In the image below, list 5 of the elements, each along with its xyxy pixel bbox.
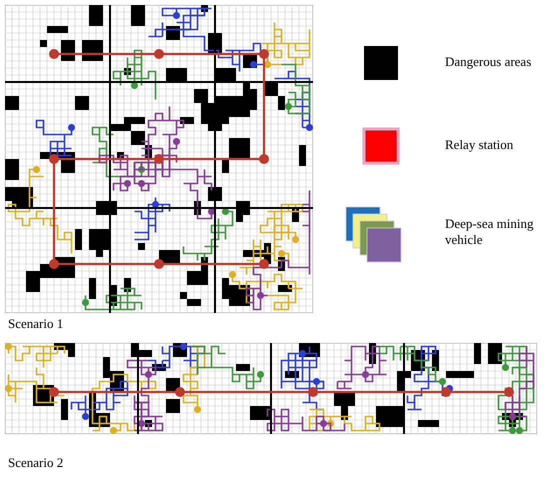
legend-label: Relay station: [445, 137, 514, 153]
legend-label: Deep-sea mining vehicle: [445, 216, 534, 248]
legend-label: Dangerous areas: [445, 54, 532, 70]
map-caption: Scenario 2: [8, 455, 64, 471]
map-caption: Scenario 1: [8, 316, 64, 332]
